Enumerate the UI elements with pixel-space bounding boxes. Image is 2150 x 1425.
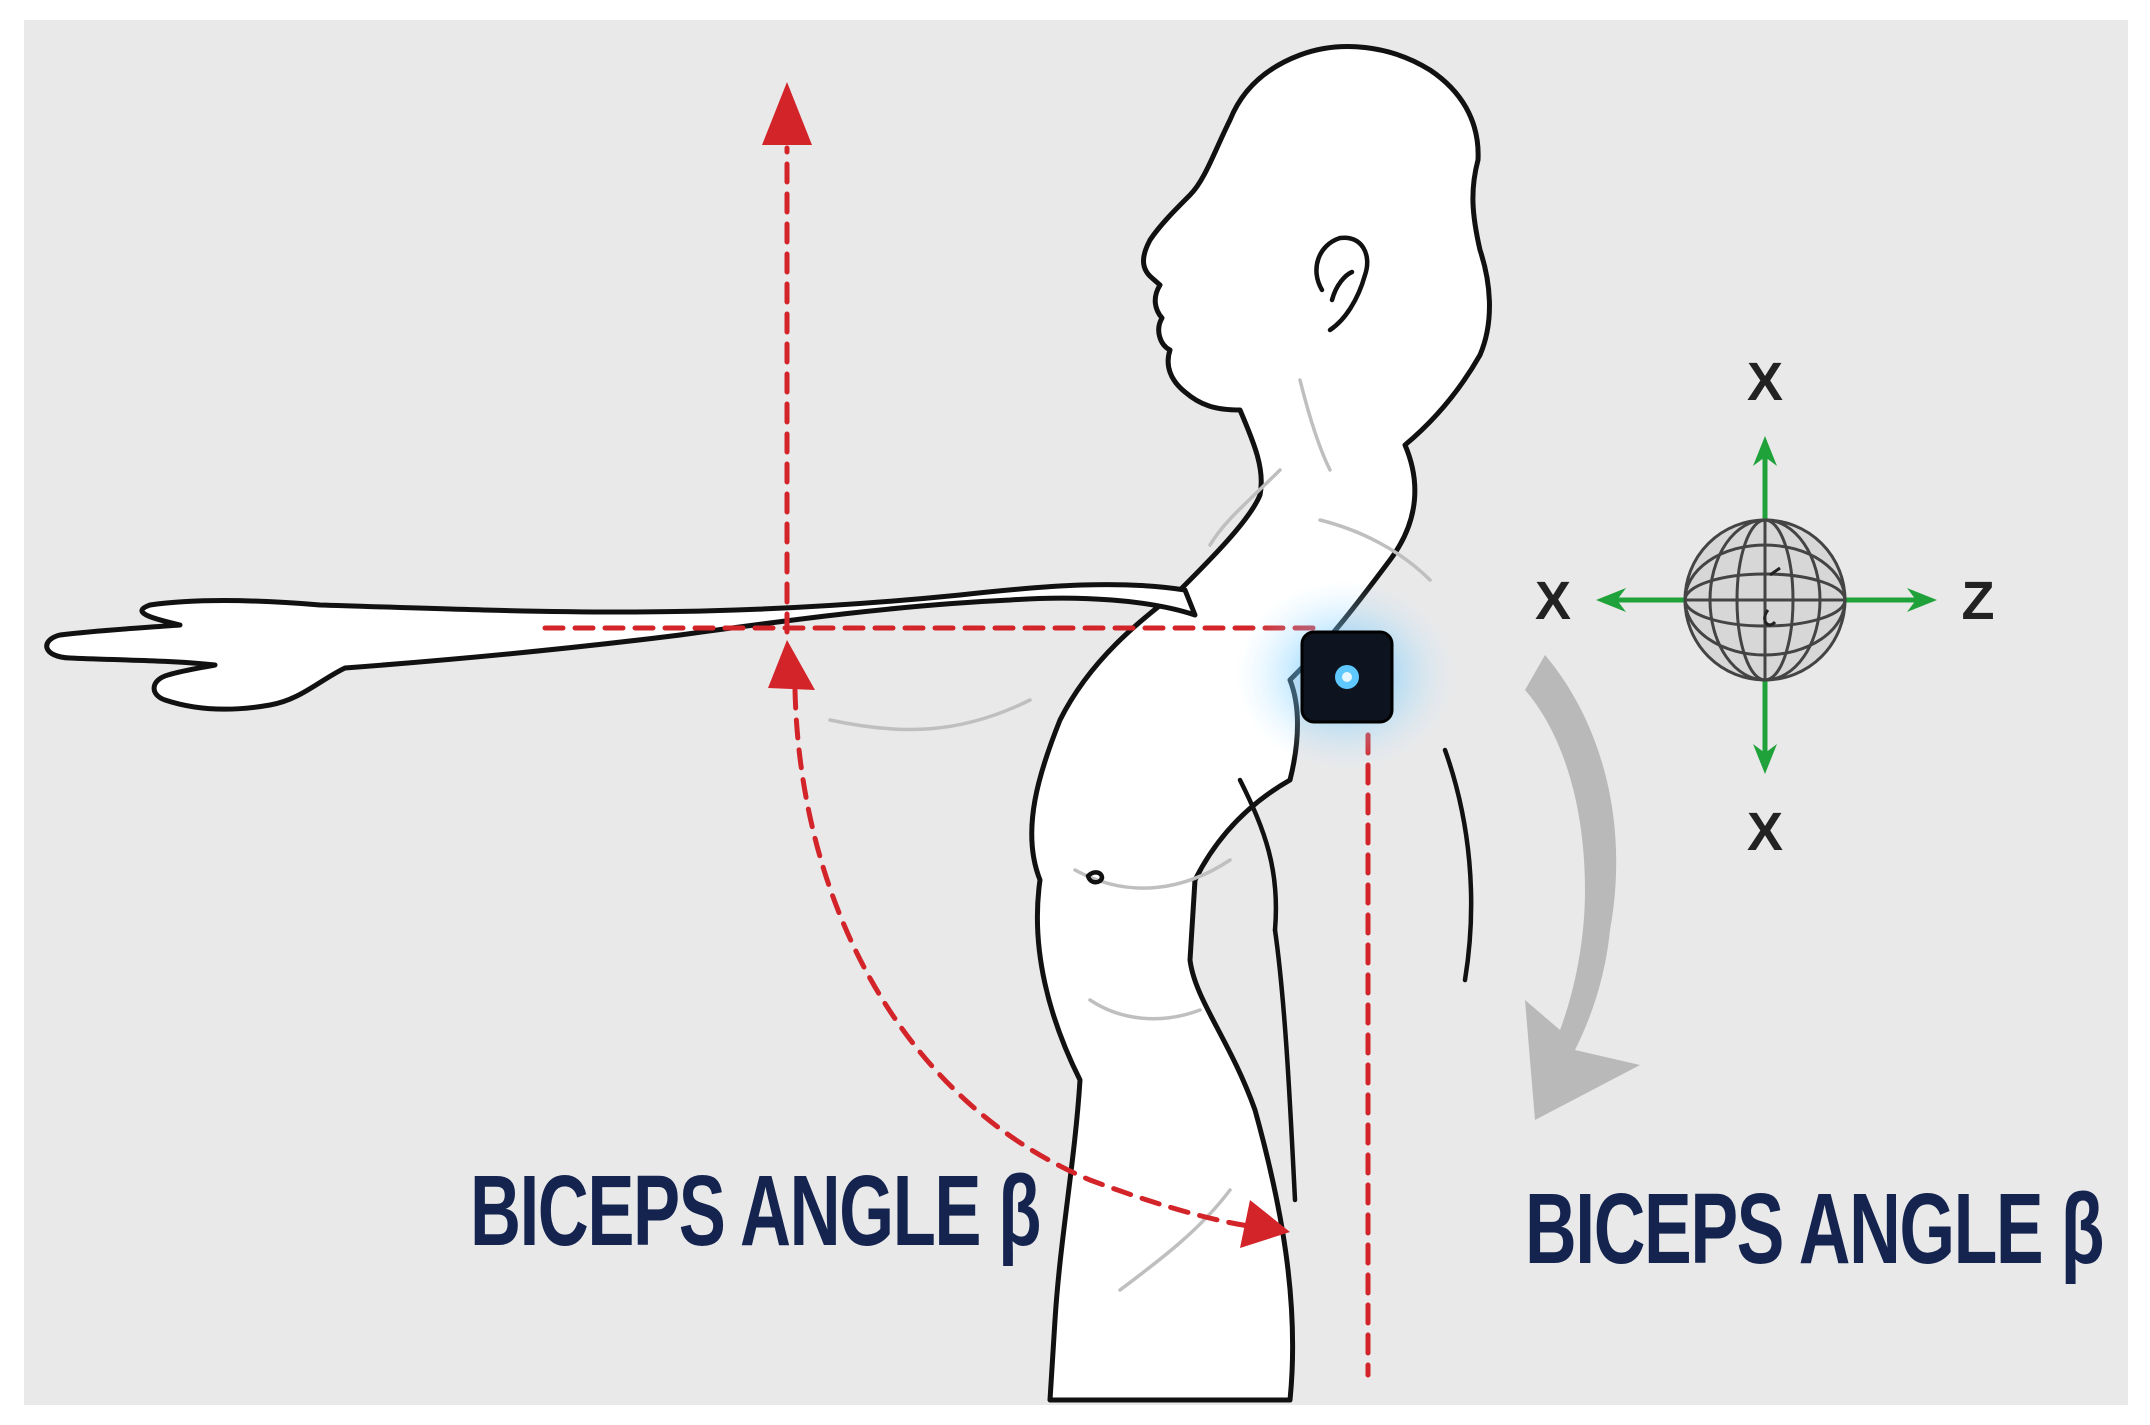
guide-arrowheads bbox=[762, 82, 1290, 1248]
angle-arc bbox=[792, 687, 1268, 1231]
marker-label-a: A bbox=[765, 85, 810, 154]
axis-label-right: Z bbox=[1962, 571, 1995, 631]
axis-label-left: X bbox=[1535, 571, 1571, 631]
anatomy-contours bbox=[828, 378, 1432, 1292]
extended-arm bbox=[44, 582, 1198, 712]
curved-arrow-icon bbox=[1525, 655, 1640, 1120]
imu-sensor-icon bbox=[1235, 580, 1455, 770]
axis-label-bottom: X bbox=[1747, 802, 1783, 862]
guide-lines bbox=[542, 145, 1371, 1378]
anatomy-lines bbox=[1085, 235, 1474, 1203]
globe-axes-icon: X X Z X bbox=[1535, 352, 1995, 862]
arc-end-arrow-icon bbox=[1240, 1200, 1290, 1248]
arrow-up-icon bbox=[762, 82, 812, 145]
arc-start-arrow-icon bbox=[768, 640, 815, 690]
caption-left: BICEPS ANGLE β bbox=[470, 1155, 1040, 1267]
caption-right: BICEPS ANGLE β bbox=[1525, 1173, 2103, 1285]
axis-label-top: X bbox=[1747, 352, 1783, 412]
